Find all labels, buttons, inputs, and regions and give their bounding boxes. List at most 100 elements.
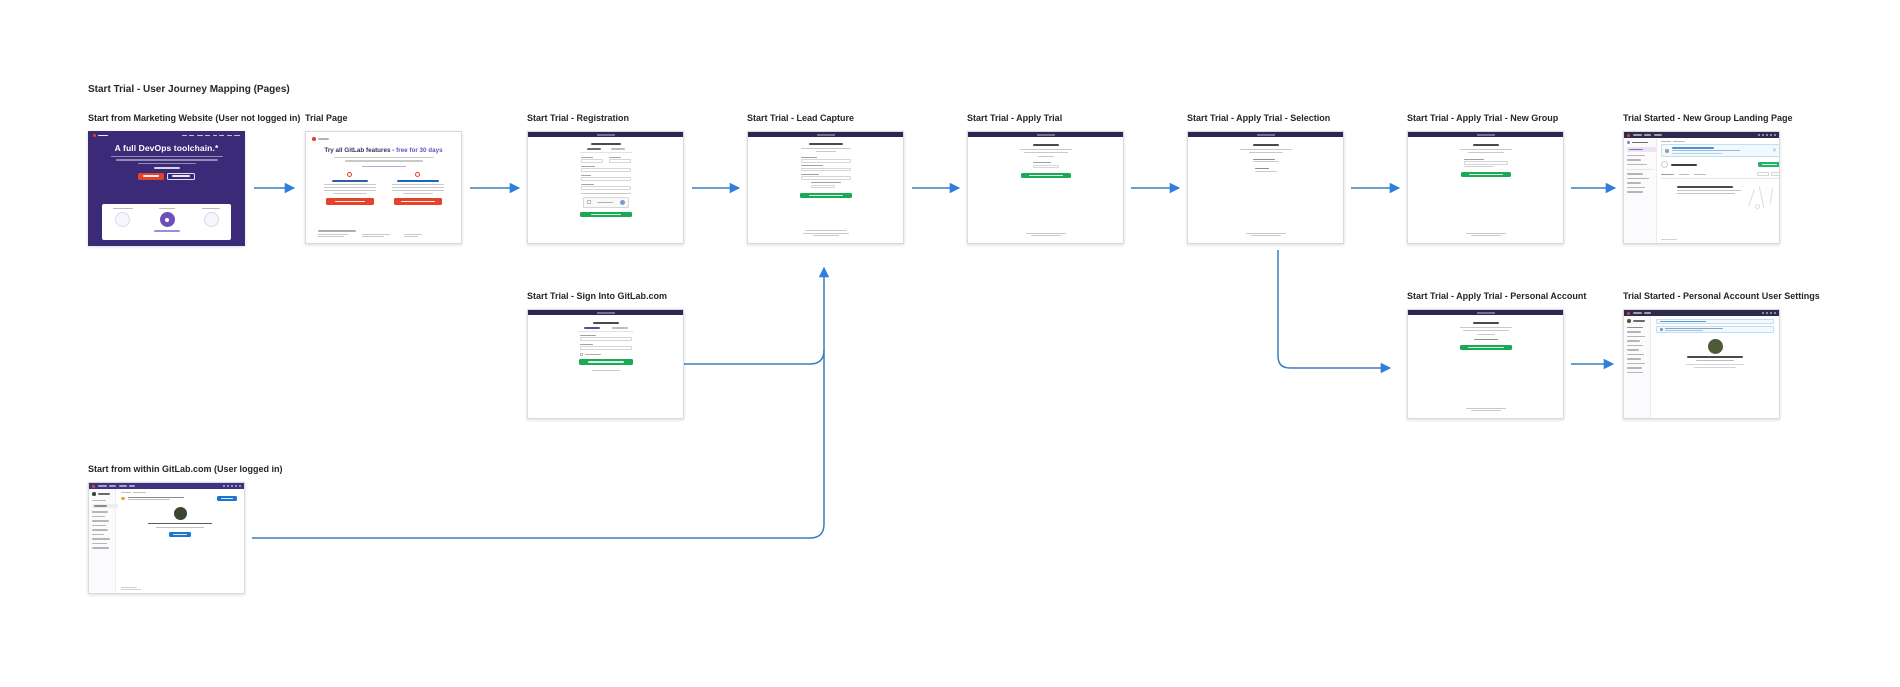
- sort-dropdown[interactable]: [1771, 172, 1779, 176]
- sign-in-tabs[interactable]: [577, 327, 634, 332]
- sidebar-item[interactable]: [1627, 331, 1641, 333]
- sidebar-item[interactable]: [1627, 349, 1639, 351]
- sidebar-item[interactable]: [1627, 335, 1645, 337]
- start-trial-button[interactable]: [169, 532, 191, 538]
- node-apply-trial[interactable]: [967, 131, 1124, 244]
- node-lead-capture[interactable]: [747, 131, 904, 244]
- text-input[interactable]: [800, 176, 851, 180]
- field-label: [800, 173, 819, 175]
- username-input[interactable]: [579, 337, 632, 341]
- apply-trial-personal-button[interactable]: [1459, 344, 1512, 351]
- sidebar-item[interactable]: [92, 538, 110, 540]
- field-label: [580, 156, 593, 158]
- sign-in-button[interactable]: [578, 359, 633, 365]
- marketing-primary-button[interactable]: [138, 172, 164, 180]
- sidebar-item[interactable]: [1627, 344, 1643, 346]
- node-new-group-landing[interactable]: ✕: [1623, 131, 1780, 244]
- tab-register[interactable]: [611, 327, 628, 329]
- trial-self-managed-button[interactable]: [393, 198, 442, 205]
- node-sign-in[interactable]: [527, 309, 684, 419]
- group-name-input[interactable]: [1463, 161, 1508, 165]
- node-logged-in[interactable]: [88, 482, 245, 594]
- tab-register[interactable]: [586, 148, 601, 150]
- sidebar-item[interactable]: [92, 515, 105, 517]
- sidebar-item[interactable]: [1627, 358, 1641, 360]
- tab-sign-in[interactable]: [583, 327, 600, 329]
- node-marketing[interactable]: A full DevOps toolchain.*: [88, 131, 245, 246]
- recaptcha-checkbox[interactable]: [586, 200, 591, 205]
- gitlab-logo-icon: [1627, 133, 1630, 137]
- sidebar-item-active[interactable]: [92, 503, 118, 508]
- node-registration[interactable]: [527, 131, 684, 244]
- text-input[interactable]: [1032, 164, 1059, 169]
- remember-me-checkbox[interactable]: [579, 352, 583, 357]
- register-submit-button[interactable]: [579, 211, 632, 218]
- gitlab-logo-icon: [1476, 133, 1495, 136]
- email-input[interactable]: [580, 177, 631, 181]
- radio-group[interactable]: [1252, 158, 1279, 163]
- sidebar-item[interactable]: [92, 520, 109, 522]
- marketing-secondary-button[interactable]: [167, 172, 195, 180]
- close-icon[interactable]: ✕: [1771, 147, 1777, 154]
- forgot-password-link[interactable]: [591, 369, 620, 371]
- node-apply-new-group[interactable]: [1407, 131, 1564, 244]
- tab-item[interactable]: [1694, 173, 1706, 175]
- sidebar-item[interactable]: [1627, 159, 1641, 161]
- sidebar-item[interactable]: [1627, 367, 1642, 369]
- recaptcha-box[interactable]: [582, 196, 629, 208]
- sidebar-item[interactable]: [1627, 371, 1643, 373]
- sidebar-item[interactable]: [1627, 191, 1643, 193]
- sidebar-item[interactable]: [1627, 154, 1645, 156]
- banner-link-text[interactable]: [1672, 147, 1714, 149]
- sidebar-item[interactable]: [1627, 186, 1645, 188]
- sidebar-item[interactable]: [92, 499, 106, 501]
- sidebar-item[interactable]: [92, 542, 107, 544]
- password-input[interactable]: [579, 346, 632, 350]
- sidebar-item[interactable]: [92, 524, 106, 526]
- app-top-nav: [1624, 132, 1779, 138]
- new-project-button[interactable]: [1758, 161, 1779, 168]
- sidebar-item[interactable]: [1627, 182, 1641, 184]
- skeleton-line: [590, 213, 621, 216]
- sidebar-item[interactable]: [1627, 340, 1640, 342]
- first-name-input[interactable]: [580, 159, 603, 163]
- password-input[interactable]: [580, 186, 631, 190]
- nav-icon: [235, 485, 237, 487]
- apply-trial-button[interactable]: [1020, 172, 1071, 179]
- skeleton-line: [219, 134, 224, 137]
- node-apply-personal[interactable]: [1407, 309, 1564, 419]
- username-input[interactable]: [580, 168, 631, 172]
- sidebar-item[interactable]: [1627, 163, 1647, 165]
- node-personal-settings[interactable]: [1623, 309, 1780, 419]
- select-input[interactable]: [810, 184, 835, 189]
- node-trial-page[interactable]: Try all GitLab features - free for 30 da…: [305, 131, 462, 244]
- skeleton-line: [110, 156, 223, 158]
- tab-item[interactable]: [1661, 173, 1674, 175]
- sidebar-item[interactable]: [92, 511, 108, 513]
- create-group-button[interactable]: [1460, 171, 1511, 178]
- alert-banner: [1656, 319, 1774, 324]
- tab-item[interactable]: [1679, 173, 1689, 175]
- sidebar-item[interactable]: [1627, 362, 1645, 364]
- sidebar-item-active[interactable]: [1627, 147, 1657, 152]
- start-trial-banner-button[interactable]: [217, 496, 237, 501]
- sidebar-item[interactable]: [92, 533, 104, 535]
- sidebar-item[interactable]: [1627, 353, 1644, 355]
- trial-saas-button[interactable]: [325, 198, 374, 205]
- last-name-input[interactable]: [608, 159, 631, 163]
- sidebar-item[interactable]: [92, 529, 108, 531]
- text-input[interactable]: [800, 159, 851, 163]
- app-sidebar: [89, 489, 118, 593]
- banner-link-text[interactable]: [1660, 321, 1706, 322]
- sidebar-item[interactable]: [1627, 173, 1643, 175]
- filter-input[interactable]: [1757, 172, 1769, 176]
- radio-group[interactable]: [1254, 167, 1277, 172]
- lead-capture-submit-button[interactable]: [799, 192, 852, 199]
- register-signin-tabs[interactable]: [579, 148, 632, 153]
- sidebar-item[interactable]: [92, 547, 109, 549]
- tab-sign-in[interactable]: [610, 148, 625, 150]
- sidebar-item[interactable]: [1627, 177, 1649, 179]
- text-input[interactable]: [800, 167, 851, 172]
- node-apply-selection[interactable]: [1187, 131, 1344, 244]
- sidebar-item-active[interactable]: [1627, 326, 1643, 328]
